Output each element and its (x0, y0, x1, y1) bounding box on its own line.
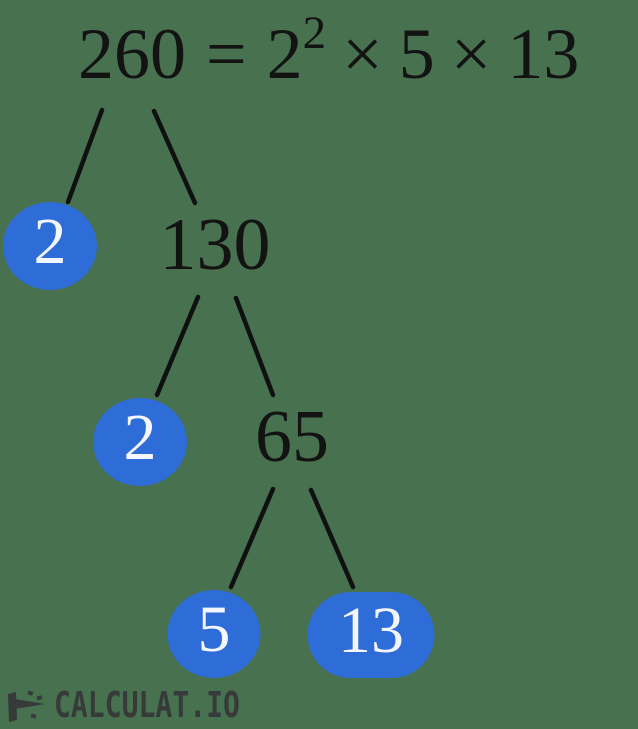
tree-edge (151, 108, 198, 206)
prime-factorization-equation: 260=22×5×13 (78, 10, 579, 91)
prime-node-value: 2 (33, 205, 67, 278)
tree-edge (228, 486, 276, 590)
equals-sign: = (206, 14, 247, 94)
calculat-io-logo-text: CALCULAT.IO (54, 685, 240, 726)
calculat-io-logo-icon (8, 690, 45, 722)
prime-node-2-second: 2 (93, 398, 187, 486)
tree-edge (233, 295, 276, 398)
prime-node-value: 13 (338, 594, 404, 667)
factor-five: 5 (398, 14, 435, 94)
tree-root-number: 260 (78, 14, 186, 94)
composite-node-130: 130 (159, 204, 271, 286)
prime-node-13: 13 (307, 592, 435, 678)
prime-node-value: 2 (123, 401, 157, 474)
tree-edge (154, 294, 201, 398)
calculat-io-logo: CALCULAT.IO (3, 688, 292, 724)
composite-node-65: 65 (255, 396, 329, 478)
factor-exponent: 2 (302, 7, 327, 59)
factor-base: 2 (266, 14, 303, 94)
prime-node-value: 5 (197, 593, 231, 666)
tree-edge (65, 107, 105, 205)
factor-thirteen: 13 (507, 14, 580, 94)
multiplication-sign: × (342, 14, 383, 94)
tree-edge (308, 487, 356, 590)
prime-node-2-first: 2 (3, 202, 97, 290)
multiplication-sign: × (450, 14, 492, 94)
prime-node-5: 5 (167, 590, 261, 678)
